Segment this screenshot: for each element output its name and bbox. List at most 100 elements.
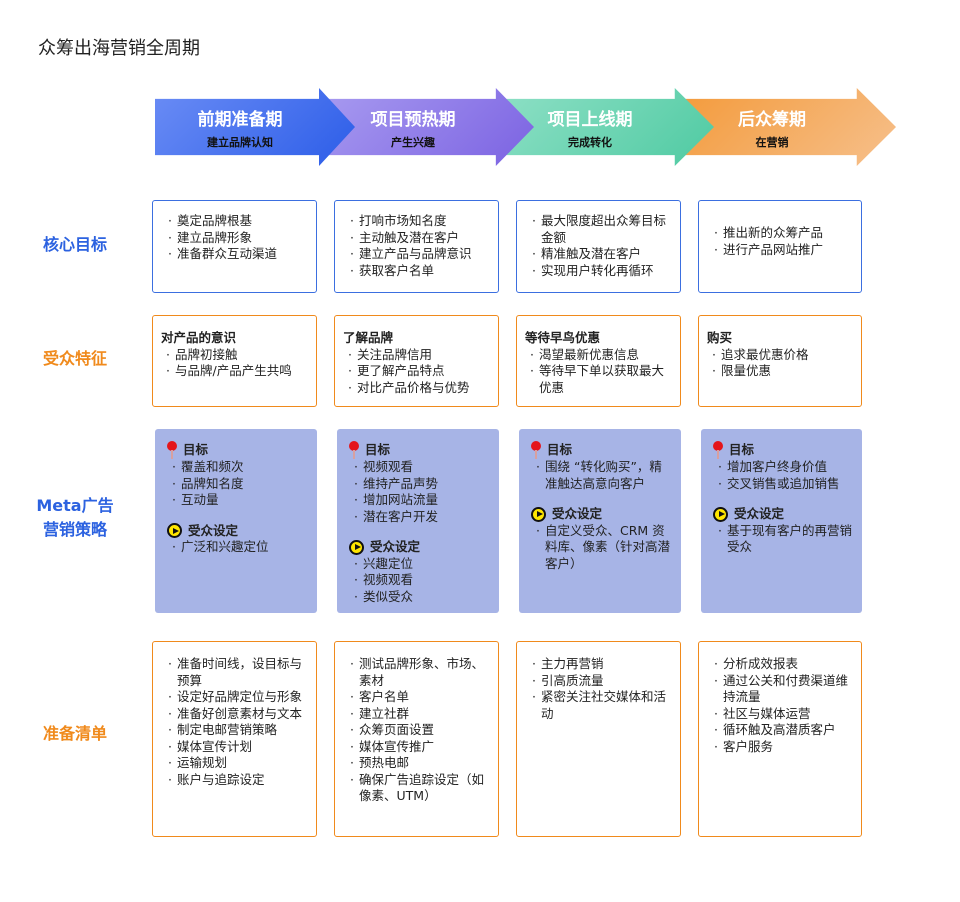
list-item: 运输规划: [163, 755, 308, 772]
strategy-box: 目标视频观看维持产品声势增加网站流量潜在客户开发受众设定兴趣定位视频观看类似受众: [337, 429, 499, 613]
list-item: 设定好品牌定位与形象: [163, 689, 308, 706]
audience-heading: 了解品牌: [343, 330, 394, 345]
list-item: 引高质流量: [527, 673, 672, 690]
page-title: 众筹出海营销全周期: [38, 38, 200, 59]
list-item: 互动量: [167, 492, 309, 509]
checklist-box: 主力再营销引高质流量紧密关注社交媒体和活动: [516, 641, 681, 837]
list-item: 获取客户名单: [345, 263, 490, 280]
list-item: 更了解产品特点: [343, 363, 490, 380]
play-icon: [349, 539, 364, 555]
audience-box: 对产品的意识品牌初接触与品牌/产品产生共鸣: [152, 315, 317, 407]
list-item: 主动触及潜在客户: [345, 230, 490, 247]
list-item: 增加网站流量: [349, 492, 491, 509]
list-item: 实现用户转化再循环: [527, 263, 672, 280]
list-item: 紧密关注社交媒体和活动: [527, 689, 672, 722]
phase-subtitle: 产生兴趣: [391, 135, 435, 149]
audience-setting-heading: 受众设定: [734, 506, 785, 521]
goal-heading: 目标: [729, 441, 755, 457]
phase-subtitle: 在营销: [755, 135, 789, 149]
list-item: 制定电邮营销策略: [163, 722, 308, 739]
audience-heading: 等待早鸟优惠: [525, 330, 601, 345]
audience-box: 了解品牌关注品牌信用更了解产品特点对比产品价格与优势: [334, 315, 499, 407]
list-item: 围绕 “转化购买”，精准触达高意向客户: [531, 459, 673, 492]
pin-icon: [167, 441, 177, 459]
strategy-box: 目标覆盖和频次品牌知名度互动量受众设定广泛和兴趣定位: [155, 429, 317, 613]
play-icon: [713, 506, 728, 522]
row-label-strategy: Meta广告 营销策略: [20, 494, 130, 542]
strategy-box: 目标增加客户终身价值交叉销售或追加销售受众设定基于现有客户的再营销受众: [701, 429, 862, 613]
audience-setting-heading: 受众设定: [370, 539, 421, 554]
list-item: 潜在客户开发: [349, 509, 491, 526]
pin-icon: [531, 441, 541, 459]
row-label-goals: 核心目标: [42, 235, 107, 254]
phase-arrow: 前期准备期 建立品牌认知: [155, 88, 355, 166]
phase-subtitle: 完成转化: [568, 135, 612, 149]
goal-box: 推出新的众筹产品进行产品网站推广: [698, 200, 862, 293]
list-item: 确保广告追踪设定（如像素、UTM）: [345, 772, 490, 805]
row-label-audience: 受众特征: [42, 349, 107, 368]
list-item: 打响市场知名度: [345, 213, 490, 230]
list-item: 推出新的众筹产品: [709, 225, 853, 242]
goal-heading: 目标: [183, 441, 209, 457]
list-item: 广泛和兴趣定位: [167, 539, 309, 556]
list-item: 覆盖和频次: [167, 459, 309, 476]
audience-box: 等待早鸟优惠渴望最新优惠信息等待早下单以获取最大优惠: [516, 315, 681, 407]
list-item: 媒体宣传推广: [345, 739, 490, 756]
list-item: 维持产品声势: [349, 476, 491, 493]
list-item: 通过公关和付费渠道维持流量: [709, 673, 853, 706]
list-item: 建立社群: [345, 706, 490, 723]
audience-box: 购买追求最优惠价格限量优惠: [698, 315, 862, 407]
list-item: 交叉销售或追加销售: [713, 476, 854, 493]
goal-box: 最大限度超出众筹目标金额精准触及潜在客户实现用户转化再循环: [516, 200, 681, 293]
checklist-box: 分析成效报表通过公关和付费渠道维持流量社区与媒体运营循环触及高潜质客户客户服务: [698, 641, 862, 837]
list-item: 限量优惠: [707, 363, 853, 380]
list-item: 社区与媒体运营: [709, 706, 853, 723]
list-item: 测试品牌形象、市场、素材: [345, 656, 490, 689]
list-item: 与品牌/产品产生共鸣: [161, 363, 308, 380]
list-item: 众筹页面设置: [345, 722, 490, 739]
phase-title: 项目上线期: [547, 109, 633, 130]
list-item: 追求最优惠价格: [707, 347, 853, 364]
list-item: 品牌知名度: [167, 476, 309, 493]
list-item: 媒体宣传计划: [163, 739, 308, 756]
list-item: 准备好创意素材与文本: [163, 706, 308, 723]
list-item: 客户名单: [345, 689, 490, 706]
list-item: 类似受众: [349, 589, 491, 606]
list-item: 建立品牌形象: [163, 230, 308, 247]
list-item: 基于现有客户的再营销受众: [713, 523, 854, 556]
list-item: 奠定品牌根基: [163, 213, 308, 230]
list-item: 增加客户终身价值: [713, 459, 854, 476]
list-item: 准备群众互动渠道: [163, 246, 308, 263]
checklist-box: 准备时间线，设目标与预算设定好品牌定位与形象准备好创意素材与文本制定电邮营销策略…: [152, 641, 317, 837]
row-label-strategy-line1: Meta广告: [36, 496, 114, 515]
audience-setting-heading: 受众设定: [188, 522, 239, 538]
play-icon: [531, 506, 546, 522]
goal-heading: 目标: [547, 441, 573, 457]
phase-title: 项目预热期: [370, 109, 456, 130]
list-item: 准备时间线，设目标与预算: [163, 656, 308, 689]
phase-subtitle: 建立品牌认知: [207, 135, 273, 149]
list-item: 对比产品价格与优势: [343, 380, 490, 397]
row-label-checklist: 准备清单: [42, 724, 107, 743]
row-label-strategy-line2: 营销策略: [42, 520, 107, 539]
list-item: 关注品牌信用: [343, 347, 490, 364]
checklist-box: 测试品牌形象、市场、素材客户名单建立社群众筹页面设置媒体宣传推广预热电邮确保广告…: [334, 641, 499, 837]
list-item: 分析成效报表: [709, 656, 853, 673]
audience-heading: 购买: [707, 330, 733, 345]
pin-icon: [349, 441, 359, 459]
list-item: 最大限度超出众筹目标金额: [527, 213, 672, 246]
pin-icon: [713, 441, 723, 459]
play-icon: [167, 523, 182, 539]
goal-box: 打响市场知名度主动触及潜在客户建立产品与品牌意识获取客户名单: [334, 200, 499, 293]
list-item: 进行产品网站推广: [709, 242, 853, 259]
list-item: 账户与追踪设定: [163, 772, 308, 789]
audience-setting-heading: 受众设定: [552, 506, 603, 521]
list-item: 建立产品与品牌意识: [345, 246, 490, 263]
strategy-box: 目标围绕 “转化购买”，精准触达高意向客户受众设定自定义受众、CRM 资料库、像…: [519, 429, 681, 613]
list-item: 视频观看: [349, 459, 491, 476]
phase-arrow: 后众筹期 在营销: [678, 88, 896, 166]
list-item: 循环触及高潜质客户: [709, 722, 853, 739]
phase-title: 前期准备期: [197, 109, 283, 130]
audience-heading: 对产品的意识: [161, 330, 237, 345]
